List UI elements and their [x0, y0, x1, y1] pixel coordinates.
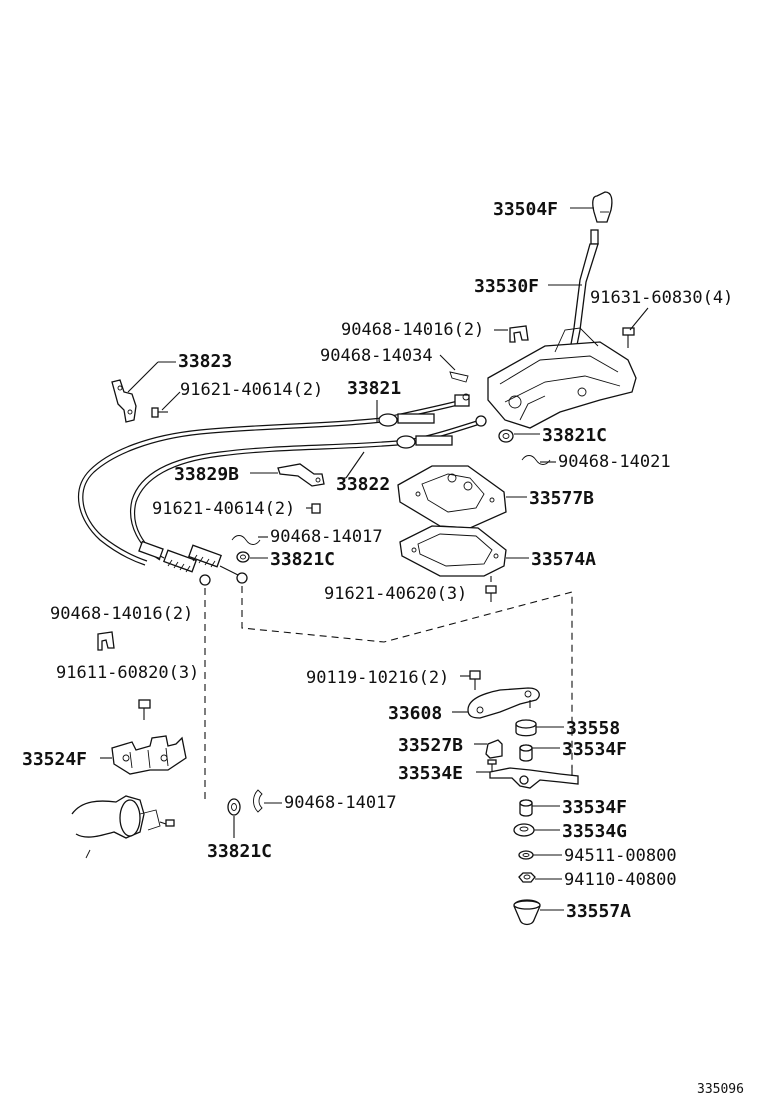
label-33534F-b: 33534F [562, 797, 627, 818]
clip-icon [231, 535, 261, 545]
bushing-icon [519, 744, 533, 762]
label-33534E: 33534E [398, 763, 463, 784]
bushing-icon [515, 719, 537, 737]
nut-icon [518, 872, 536, 883]
clip-icon [509, 325, 529, 343]
label-33534G: 33534G [562, 821, 627, 842]
label-33527B: 33527B [398, 735, 463, 756]
bolt-icon [306, 503, 321, 514]
label-91611-60820: 91611-60820(3) [56, 663, 199, 683]
label-33534F-a: 33534F [562, 739, 627, 760]
label-90119-10216: 90119-10216(2) [306, 668, 449, 688]
label-33558: 33558 [566, 718, 620, 739]
label-33557A: 33557A [566, 901, 631, 922]
transmission-linkage [71, 795, 175, 859]
label-90468-14016-left: 90468-14016(2) [50, 604, 193, 624]
label-33504F: 33504F [493, 199, 558, 220]
shift-lever-arm-33608 [467, 687, 540, 719]
grommet-icon [498, 429, 514, 443]
select-cable-33822 [130, 415, 487, 561]
label-33821C-a: 33821C [542, 425, 607, 446]
shift-cable-33821 [77, 393, 470, 566]
grommet-icon [236, 551, 250, 563]
label-33577B: 33577B [529, 488, 594, 509]
shift-lever-housing [487, 327, 637, 429]
cable-bracket-icon [277, 463, 325, 487]
bracket-icon [111, 379, 137, 423]
cable-support-bracket-icon [111, 735, 187, 775]
collar-icon [485, 739, 503, 759]
label-33574A: 33574A [531, 549, 596, 570]
label-33530F: 33530F [474, 276, 539, 297]
grommet-icon [227, 798, 241, 816]
label-94511-00800: 94511-00800 [564, 846, 677, 866]
bolt-icon [151, 407, 168, 418]
label-90468-14017-a: 90468-14017 [270, 527, 383, 547]
label-33524F: 33524F [22, 749, 87, 770]
bushing-icon [519, 799, 533, 817]
clip-icon [97, 631, 115, 651]
washer-icon [513, 823, 535, 837]
washer-icon [518, 850, 534, 860]
pin-icon [449, 371, 469, 383]
label-90468-14016-top: 90468-14016(2) [341, 320, 484, 340]
label-33823: 33823 [178, 351, 232, 372]
label-33821C-b: 33821C [270, 549, 335, 570]
clip-icon [253, 789, 263, 813]
boot-icon [513, 899, 541, 926]
label-33822: 33822 [336, 474, 390, 495]
clip-icon [521, 455, 551, 465]
plate-33577B [397, 465, 507, 529]
cable-end-assembly [138, 540, 248, 586]
bolt-icon [469, 670, 481, 690]
diagram-code: 335096 [697, 1082, 744, 1097]
label-90468-14017-b: 90468-14017 [284, 793, 397, 813]
plate-33574A [399, 525, 507, 577]
label-33608: 33608 [388, 703, 442, 724]
label-91631-60830: 91631-60830(4) [590, 288, 733, 308]
label-91621-40614-a: 91621-40614(2) [180, 380, 323, 400]
shift-lever-arm-33534E [487, 759, 579, 789]
label-94110-40800: 94110-40800 [564, 870, 677, 890]
label-90468-14034: 90468-14034 [320, 346, 433, 366]
label-91621-40614-b: 91621-40614(2) [152, 499, 295, 519]
label-91621-40620: 91621-40620(3) [324, 584, 467, 604]
shift-knob [592, 191, 613, 223]
bolt-icon [138, 699, 151, 720]
bolt-icon [485, 576, 497, 602]
label-33821: 33821 [347, 378, 401, 399]
label-90468-14021: 90468-14021 [558, 452, 671, 472]
label-33829B: 33829B [174, 464, 239, 485]
bolt-icon [622, 327, 635, 348]
label-33821C-c: 33821C [207, 841, 272, 862]
